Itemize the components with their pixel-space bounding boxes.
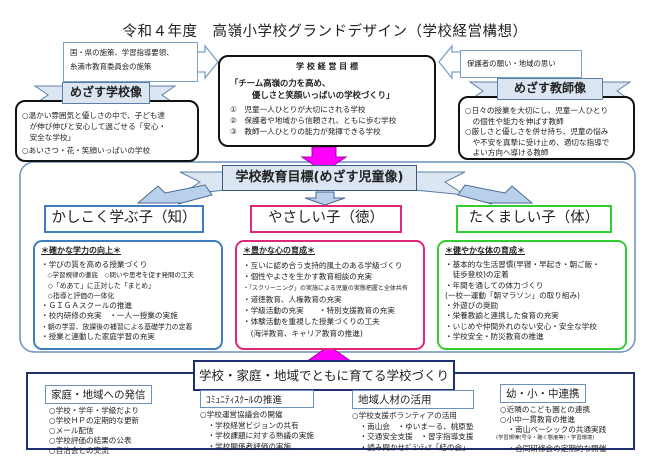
teacher-image-item: よい方向へ導ける教師 <box>465 148 549 157</box>
management-item: ③ 教師一人ひとりの能力が発揮できる学校 <box>230 127 381 136</box>
group-item: ・読み聞かせﾎﾞﾗﾝﾃｨｱ「結の会」 <box>352 442 470 452</box>
knowledge-item: ◇学習規律の徹底 ◇問いや思考を促す発問の工夫 <box>41 271 195 280</box>
group-item: ○小中一貫教育の推進 <box>500 414 575 424</box>
group-item: ○学校運営協議会の開催 <box>200 410 283 419</box>
teacher-image-item: ○日々の授業を大切にし、児童一人ひとり <box>465 106 609 115</box>
teacher-image-label: めざす教師像 <box>497 78 603 100</box>
group-item: ・南山ベーシックの共通実践 <box>500 424 607 434</box>
knowledge-item: ・校内研修の充実 ・一人一授業の実施 <box>41 311 178 321</box>
community-title: 学校・家庭・地域でともに育てる学校づくり <box>193 360 455 391</box>
knowledge-item: ◇「めあて」に正対した「まとめ」 <box>41 281 155 290</box>
education-goal-title: 学校教育目標(めざす児童像) <box>222 165 417 191</box>
group-item: (学習規律(号令・聴く態度等)・学習環境) <box>496 435 595 442</box>
body-item: ・学校安全・防災教育の推進 <box>445 332 544 342</box>
group-item: ・学校課題に対する熟議の実施 <box>200 431 314 440</box>
group-item: ○自治会との交流 <box>49 446 109 455</box>
group-label: 地域人材の活用 <box>352 390 474 409</box>
down-arrow-icon <box>304 191 346 206</box>
group-item: ・交通安全支援 ・習字指導支援 <box>352 432 474 441</box>
category-knowledge: かしこく学ぶ子（知） <box>44 205 204 233</box>
virtue-item: ・道徳教育、人権教育の充実 <box>243 294 342 304</box>
group-item: ○メール配信 <box>49 426 94 435</box>
category-body: たくましい子（体） <box>456 205 612 233</box>
knowledge-box: ＊確かな学力の向上＊ ・学びの質を高める授業づくり ◇学習規律の徹底 ◇問いや思… <box>33 240 223 350</box>
virtue-item: ・「スクリーニング」の実施による児童の実態把握と全体共有 <box>243 284 408 292</box>
left-arrow-icon <box>438 44 463 80</box>
virtue-item: ・体験活動を重視した授業づくりの工夫 <box>243 317 380 327</box>
policy-line: 国・県の施策、学習指導要領、 <box>70 48 174 57</box>
school-image-item: が伸び伸びと安心して過ごせる「安心・ <box>22 122 167 131</box>
group-label: ｺﾐｭﾆﾃｨｽｸｰﾙの推進 <box>200 390 314 408</box>
knowledge-item: ・朝の学習、放課後の補習による基礎学力の定着 <box>41 322 193 331</box>
group-item: ・合同研修会の定期的な開催 <box>500 444 607 454</box>
school-image-item: ○あいさつ・花・笑顔いっぱいの学校 <box>22 146 151 155</box>
knowledge-item: ・学びの質を高める授業づくり <box>41 260 148 269</box>
community-group: 家庭・地域への発信 ○学校・学年・学級だより ○学校ＨＰの定期的な更新 ○メール… <box>45 385 152 456</box>
virtue-item: (海洋教育、キャリア教育の推進) <box>243 328 363 338</box>
body-item: (一校一運動「朝マラソン」の取り組み) <box>445 290 581 300</box>
body-item: ・年間を通しての体力づくり <box>445 280 544 290</box>
group-item: ・南山会 ・ゆいまーる、桃原塾 <box>352 421 474 431</box>
management-goal-box: 学 校 経 営 目 標 「チーム高嶺の力を高め、 優しさと笑顔いっぱいの学校づく… <box>218 55 436 147</box>
page-title: 令和４年度 高嶺小学校グランドデザイン（学校経営構想） <box>122 24 528 40</box>
policy-input-box: 国・県の施策、学習指導要領、 糸満市教育委員会の施策 <box>63 42 198 82</box>
body-item: ・いじめや仲間外れのない安心・安全な学校 <box>445 321 597 331</box>
down-left-arrow-icon <box>136 184 213 205</box>
school-image-label: めざす学校像 <box>62 82 150 104</box>
virtue-heading: ＊豊かな心の育成＊ <box>243 246 315 255</box>
group-item: ○学校・学年・学級だより <box>49 406 140 415</box>
body-item: ・外遊びの奨励 <box>445 301 499 311</box>
body-heading: ＊健やかな体の育成＊ <box>445 246 525 255</box>
body-item: ・基本的な生活習慣(早寝・早起き・朝ご飯・ <box>445 260 600 269</box>
group-item: ○学校支援ボランティアの活用 <box>352 411 457 420</box>
teacher-image-item: の個性や能力を伸ばす教師 <box>465 116 564 126</box>
group-item: ○近隣のこども園との連携 <box>500 405 591 414</box>
community-group: ｺﾐｭﾆﾃｨｽｸｰﾙの推進 ○学校運営協議会の開催 ・学校経営ビジョンの共有 ・… <box>200 390 314 452</box>
community-wishes-box: 保護者の願い・地域の思い <box>460 50 582 78</box>
management-heading: 学 校 経 営 目 標 <box>296 62 358 71</box>
body-item: 徒歩登校)の定着 <box>445 270 509 280</box>
knowledge-item: ・授業と連動した家庭学習の充実 <box>41 332 155 342</box>
management-item: ② 保護者や地域から信頼され、ともに歩む学校 <box>230 116 397 125</box>
down-arrow-icon <box>300 146 348 173</box>
virtue-item: ・学級活動の充実 ・特別支援教育の充実 <box>243 306 395 316</box>
body-box: ＊健やかな体の育成＊ ・基本的な生活習慣(早寝・早起き・朝ご飯・ 徒歩登校)の定… <box>437 240 627 350</box>
school-image-box: ○温かい雰囲気と優しさの中で、子ども達 が伸び伸びと安心して過ごせる「安心・ 安… <box>15 100 199 162</box>
group-item: ・学校経営ビジョンの共有 <box>200 420 299 430</box>
knowledge-item: ◇指導と評価の一体化 <box>41 291 115 300</box>
virtue-item: ・個性やよさを生かす教育相談の充実 <box>243 272 373 282</box>
teacher-image-box: ○日々の授業を大切にし、児童一人ひとり の個性や能力を伸ばす教師 ○厳しさと優し… <box>458 96 635 160</box>
teacher-image-item: ○厳しさと優しさを併せ持ち、児童の悩み <box>465 127 609 136</box>
knowledge-item: ・ＧＩＧＡスクールの推進 <box>41 301 133 311</box>
group-item: ○学校評価の結果の公表 <box>49 436 132 445</box>
group-item: ・学校関係者評価の実施 <box>200 441 292 451</box>
group-label: 家庭・地域への発信 <box>45 385 152 404</box>
school-image-item: ○温かい雰囲気と優しさの中で、子ども達 <box>22 111 166 120</box>
knowledge-heading: ＊確かな学力の向上＊ <box>41 246 121 255</box>
management-item: ① 児童一人ひとりが大切にされる学校 <box>230 105 366 114</box>
group-label: 幼・小・中連携 <box>500 384 586 403</box>
ribbon-right-tail <box>414 171 466 196</box>
management-slogan-1: 「チーム高嶺の力を高め、 <box>230 78 331 88</box>
school-image-item: 安全な学校」 <box>22 133 76 142</box>
community-group: 幼・小・中連携 ○近隣のこども園との連携 ○小中一貫教育の推進 ・南山ベーシック… <box>496 382 607 454</box>
right-arrow-icon <box>195 44 219 80</box>
virtue-box: ＊豊かな心の育成＊ ・互いに認め合う支持的風土のある学級づくり ・個性やよさを生… <box>235 240 425 350</box>
body-item: ・栄養教諭と連携した食育の充実 <box>445 311 559 321</box>
teacher-image-item: や不安を真摯に受け止め、適切な指導で <box>465 137 610 147</box>
down-right-arrow-icon <box>457 184 534 205</box>
virtue-item: ・互いに認め合う支持的風土のある学級づくり <box>243 261 403 270</box>
group-item: ○学校ＨＰの定期的な更新 <box>49 416 140 425</box>
management-slogan-2: 優しさと笑顔いっぱいの学校づくり」 <box>252 90 395 100</box>
category-virtue: やさしい子（徳） <box>250 205 402 233</box>
policy-line: 糸満市教育委員会の施策 <box>70 62 152 71</box>
community-group: 地域人材の活用 ○学校支援ボランティアの活用 ・南山会 ・ゆいまーる、桃原塾 ・… <box>352 390 474 453</box>
